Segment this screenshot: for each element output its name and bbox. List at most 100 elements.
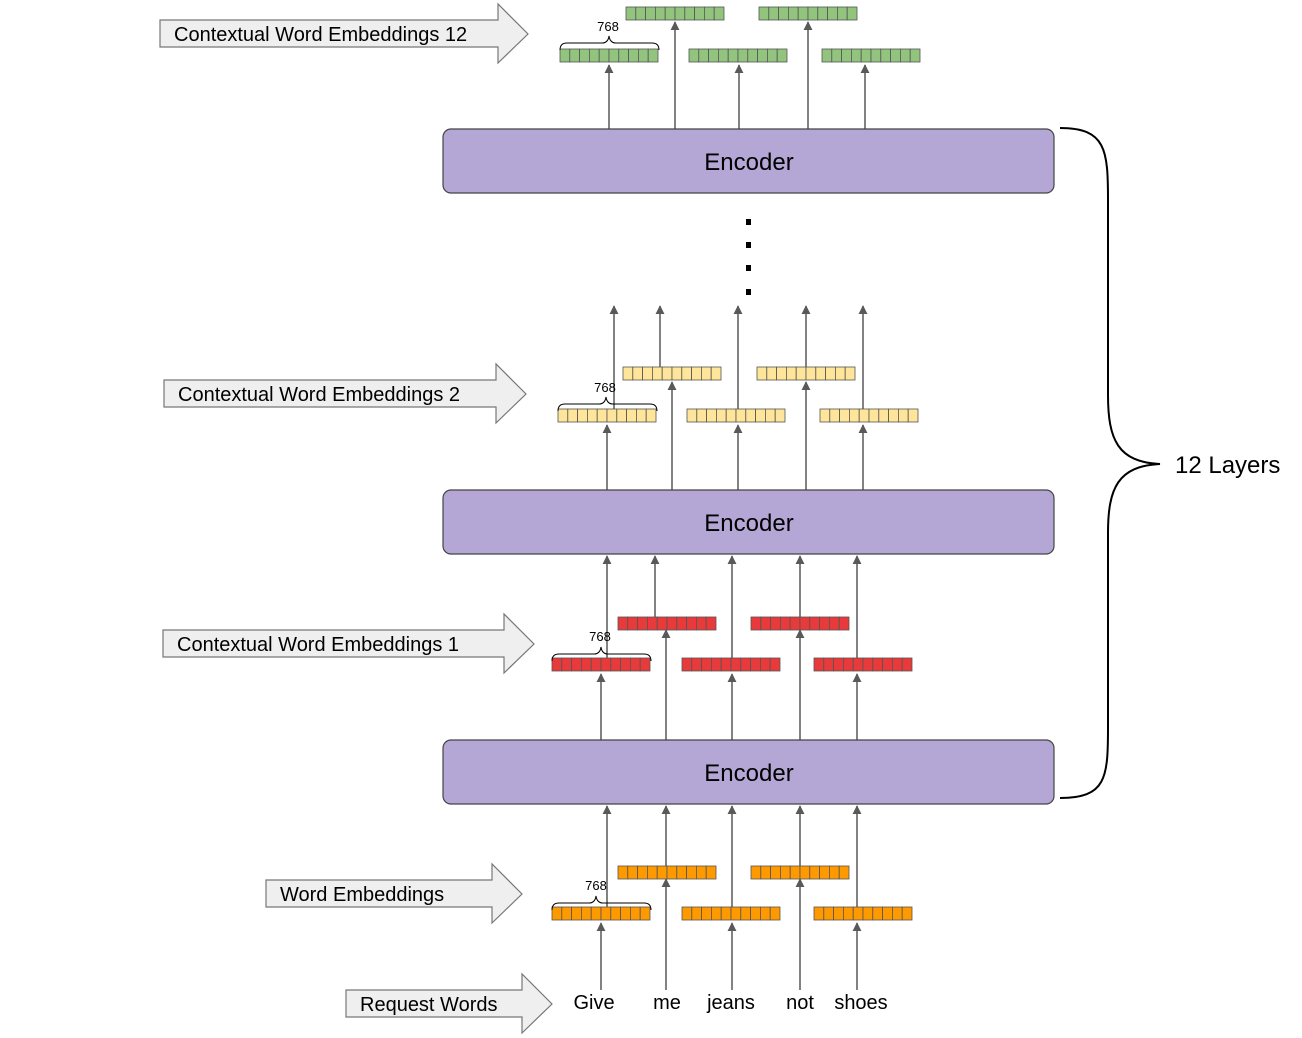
- embedding-cell: [704, 6, 715, 21]
- embedding-vector-cwe1: [617, 616, 717, 631]
- embedding-cell: [888, 408, 899, 423]
- embedding-cell: [647, 616, 658, 631]
- embedding-cell: [655, 6, 666, 21]
- dimension-brace-cwe2: 768: [557, 380, 658, 412]
- embedding-cell: [825, 366, 836, 381]
- embedding-cell: [716, 408, 727, 423]
- encoder-top-label: Encoder: [704, 149, 793, 176]
- dimension-brace-word-embeddings: 768: [551, 878, 652, 911]
- embedding-cell: [618, 48, 629, 63]
- embedding-cell: [681, 366, 692, 381]
- embedding-cell: [835, 366, 846, 381]
- embedding-cell: [740, 657, 751, 672]
- embedding-cell: [696, 865, 707, 880]
- embedding-vector-cwe1: [750, 616, 850, 631]
- embedding-cell: [852, 906, 864, 921]
- embedding-cell: [730, 657, 742, 672]
- embedding-cell: [799, 865, 811, 880]
- embedding-cell: [878, 408, 889, 423]
- embedding-cell: [561, 657, 572, 672]
- label-cwe12: Contextual Word Embeddings 12: [174, 24, 467, 46]
- embedding-cell: [638, 48, 649, 63]
- embedding-cell: [870, 48, 882, 63]
- dimension-label: 768: [597, 19, 619, 34]
- embedding-cell: [789, 616, 801, 631]
- embedding-cell: [691, 366, 702, 381]
- embedding-cell: [852, 657, 864, 672]
- embedding-cell: [684, 6, 695, 21]
- label-arrow-word-embeddings: Word Embeddings: [265, 862, 523, 925]
- embedding-cell: [778, 6, 789, 21]
- embedding-cell: [569, 48, 580, 63]
- embedding-cell: [720, 906, 732, 921]
- embedding-cell: [664, 6, 676, 21]
- embedding-vector-cwe2: [686, 408, 786, 423]
- encoder-middle-label: Encoder: [704, 510, 793, 537]
- embedding-cell: [849, 408, 860, 423]
- embedding-cell: [727, 48, 739, 63]
- embedding-cell: [770, 865, 781, 880]
- embedding-vector-cwe12: [625, 6, 725, 21]
- encoder-bottom-label: Encoder: [704, 760, 793, 787]
- embedding-cell: [862, 657, 874, 672]
- dimension-brace-cwe12: 768: [559, 19, 660, 51]
- embedding-cell: [590, 657, 602, 672]
- embedding-cell: [626, 408, 637, 423]
- embedding-cell: [829, 408, 840, 423]
- embedding-cell: [750, 865, 762, 880]
- embedding-cell: [747, 48, 758, 63]
- embedding-cell: [780, 865, 791, 880]
- embedding-cell: [809, 616, 820, 631]
- label-arrow-cwe2: Contextual Word Embeddings 2: [163, 362, 527, 425]
- embedding-vector-word-embeddings: [617, 865, 717, 880]
- embedding-vector-cwe2: [819, 408, 919, 423]
- embedding-vector-cwe12: [758, 6, 858, 21]
- embedding-cell: [571, 657, 582, 672]
- embedding-cell: [581, 906, 592, 921]
- embedding-cell: [838, 616, 850, 631]
- embedding-cell: [735, 408, 747, 423]
- embedding-rows: [551, 6, 921, 921]
- word-shoes: shoes: [834, 992, 887, 1014]
- embedding-cell: [720, 657, 732, 672]
- embedding-vector-word-embeddings: [813, 906, 913, 921]
- embedding-cell: [625, 6, 637, 21]
- embedding-cell: [786, 366, 797, 381]
- embedding-cell: [642, 366, 653, 381]
- embedding-cell: [843, 657, 854, 672]
- embedding-cell: [636, 408, 647, 423]
- label-word-embeddings: Word Embeddings: [280, 884, 444, 906]
- embedding-cell: [909, 48, 921, 63]
- word-give: Give: [573, 992, 614, 1014]
- request-words: Give me jeans not shoes: [573, 992, 887, 1014]
- embedding-cell: [760, 616, 771, 631]
- dimension-label: 768: [589, 629, 611, 644]
- embedding-cell: [750, 657, 761, 672]
- embedding-cell: [900, 48, 911, 63]
- embedding-cell: [616, 408, 627, 423]
- embedding-cell: [817, 6, 828, 21]
- embedding-cell: [696, 616, 707, 631]
- embedding-cell: [551, 657, 563, 672]
- embedding-cell: [567, 408, 578, 423]
- embedding-cell: [819, 865, 830, 880]
- embedding-cell: [831, 48, 842, 63]
- embedding-vector-cwe2: [557, 408, 657, 423]
- embedding-cell: [837, 6, 848, 21]
- label-arrow-cwe12: Contextual Word Embeddings 12: [159, 2, 529, 65]
- embedding-cell: [559, 48, 571, 63]
- embedding-cell: [691, 906, 702, 921]
- ellipsis-dots: [746, 219, 751, 295]
- embedding-cell: [557, 408, 569, 423]
- embedding-cell: [839, 408, 850, 423]
- embedding-cell: [596, 408, 608, 423]
- embedding-cell: [756, 366, 768, 381]
- embedding-cell: [691, 657, 702, 672]
- embedding-cell: [705, 865, 717, 880]
- embedding-cell: [698, 48, 709, 63]
- embedding-cell: [846, 6, 858, 21]
- embedding-cell: [813, 657, 825, 672]
- embedding-cell: [769, 657, 781, 672]
- embedding-vector-word-embeddings: [750, 865, 850, 880]
- embedding-cell: [892, 906, 903, 921]
